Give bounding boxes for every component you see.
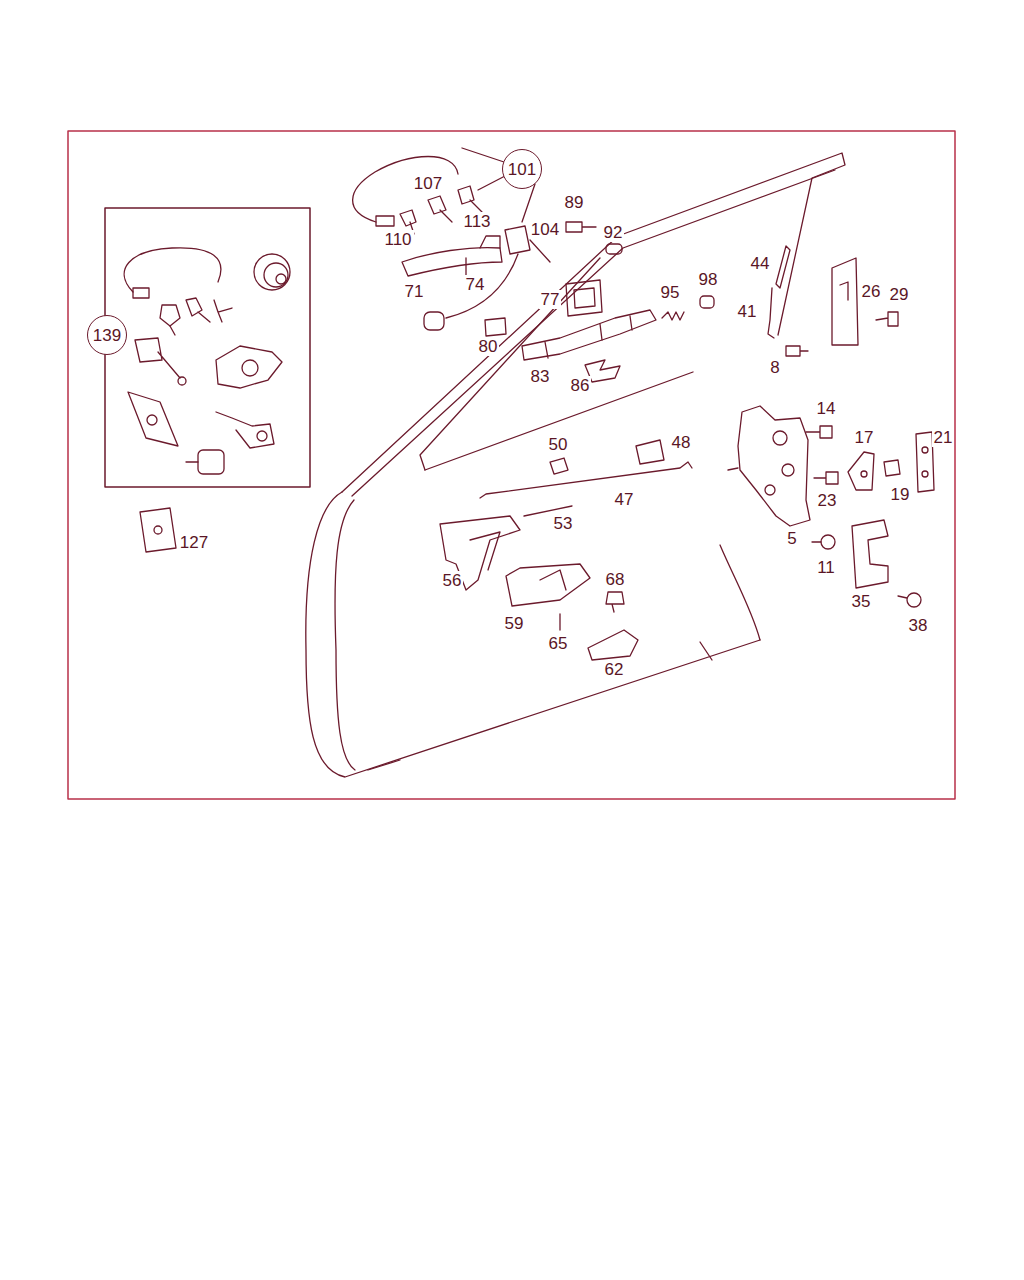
callout-number: 113: [461, 212, 492, 231]
callout-number: 92: [602, 223, 625, 242]
callout-number: 86: [569, 376, 592, 395]
callout-number: 65: [547, 634, 570, 653]
callout-number: 56: [441, 571, 464, 590]
callout-number: 41: [736, 302, 759, 321]
callout-number: 5: [785, 529, 798, 548]
callout-number: 62: [603, 660, 626, 679]
callout-number: 35: [850, 592, 873, 611]
callout-number: 68: [604, 570, 627, 589]
callout-number: 11: [815, 558, 837, 577]
callout-number: 74: [464, 275, 487, 294]
callout-number: 8: [768, 358, 781, 377]
callout-number: 98: [697, 270, 720, 289]
callout-circle: 101: [502, 149, 542, 189]
callout-number: 139: [93, 327, 121, 344]
callout-number: 107: [412, 174, 444, 193]
callout-number: 83: [529, 367, 552, 386]
callout-circle: 139: [87, 315, 127, 355]
callout-number: 38: [907, 616, 930, 635]
callout-number: 19: [889, 485, 912, 504]
callout-number: 50: [547, 435, 570, 454]
callout-number: 101: [508, 161, 536, 178]
callout-number: 23: [816, 491, 839, 510]
callout-number: 89: [563, 193, 586, 212]
callout-number: 48: [670, 433, 693, 452]
callout-number: 80: [477, 337, 500, 356]
callout-number: 53: [552, 514, 575, 533]
callout-number: 59: [503, 614, 526, 633]
callout-number: 21: [932, 428, 955, 447]
callout-number: 71: [403, 282, 426, 301]
callout-number: 77: [539, 290, 562, 309]
callout-number: 47: [613, 490, 636, 509]
callout-number: 127: [178, 533, 210, 552]
callout-number: 104: [529, 220, 561, 239]
callout-number: 17: [853, 428, 876, 447]
callout-number: 14: [815, 399, 838, 418]
callout-number: 95: [659, 283, 682, 302]
callout-number: 110: [382, 230, 413, 249]
callout-number: 44: [749, 254, 772, 273]
callout-number: 26: [860, 282, 883, 301]
callout-number: 29: [888, 285, 911, 304]
